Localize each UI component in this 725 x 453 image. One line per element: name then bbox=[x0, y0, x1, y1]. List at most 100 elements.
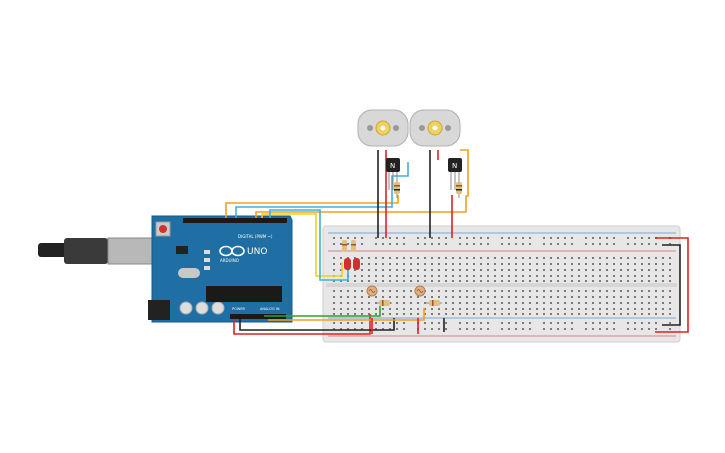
breadboard-hole[interactable] bbox=[557, 296, 559, 298]
breadboard-hole[interactable] bbox=[354, 290, 356, 292]
breadboard-hole[interactable] bbox=[550, 257, 552, 259]
breadboard-hole[interactable] bbox=[417, 243, 419, 245]
breadboard-hole[interactable] bbox=[648, 243, 650, 245]
breadboard-hole[interactable] bbox=[557, 237, 559, 239]
wire-orange-a1[interactable] bbox=[268, 308, 425, 321]
breadboard-hole[interactable] bbox=[669, 275, 671, 277]
breadboard-hole[interactable] bbox=[508, 308, 510, 310]
breadboard-hole[interactable] bbox=[333, 296, 335, 298]
breadboard-hole[interactable] bbox=[361, 280, 363, 282]
breadboard-hole[interactable] bbox=[368, 296, 370, 298]
breadboard-hole[interactable] bbox=[606, 328, 608, 330]
breadboard-hole[interactable] bbox=[578, 269, 580, 271]
breadboard-hole[interactable] bbox=[361, 237, 363, 239]
breadboard-hole[interactable] bbox=[529, 322, 531, 324]
breadboard-hole[interactable] bbox=[494, 263, 496, 265]
breadboard-hole[interactable] bbox=[641, 243, 643, 245]
breadboard-hole[interactable] bbox=[459, 275, 461, 277]
breadboard-hole[interactable] bbox=[375, 275, 377, 277]
breadboard-hole[interactable] bbox=[354, 237, 356, 239]
breadboard-hole[interactable] bbox=[466, 257, 468, 259]
breadboard-hole[interactable] bbox=[627, 237, 629, 239]
breadboard-hole[interactable] bbox=[431, 322, 433, 324]
breadboard-hole[interactable] bbox=[620, 275, 622, 277]
breadboard-hole[interactable] bbox=[529, 308, 531, 310]
breadboard-hole[interactable] bbox=[606, 257, 608, 259]
breadboard-hole[interactable] bbox=[655, 257, 657, 259]
breadboard-hole[interactable] bbox=[669, 263, 671, 265]
breadboard[interactable] bbox=[322, 225, 681, 343]
breadboard-hole[interactable] bbox=[529, 328, 531, 330]
breadboard-hole[interactable] bbox=[396, 280, 398, 282]
breadboard-hole[interactable] bbox=[473, 328, 475, 330]
breadboard-hole[interactable] bbox=[627, 313, 629, 315]
breadboard-hole[interactable] bbox=[347, 280, 349, 282]
breadboard-hole[interactable] bbox=[480, 302, 482, 304]
breadboard-hole[interactable] bbox=[487, 308, 489, 310]
breadboard-hole[interactable] bbox=[466, 263, 468, 265]
breadboard-hole[interactable] bbox=[508, 313, 510, 315]
breadboard-hole[interactable] bbox=[557, 290, 559, 292]
breadboard-hole[interactable] bbox=[669, 302, 671, 304]
photoresistor-1[interactable] bbox=[366, 285, 378, 297]
breadboard-hole[interactable] bbox=[459, 322, 461, 324]
breadboard-hole[interactable] bbox=[669, 322, 671, 324]
breadboard-hole[interactable] bbox=[480, 257, 482, 259]
breadboard-hole[interactable] bbox=[620, 290, 622, 292]
breadboard-hole[interactable] bbox=[599, 243, 601, 245]
breadboard-hole[interactable] bbox=[445, 269, 447, 271]
breadboard-hole[interactable] bbox=[522, 275, 524, 277]
breadboard-hole[interactable] bbox=[494, 257, 496, 259]
breadboard-hole[interactable] bbox=[494, 308, 496, 310]
breadboard-hole[interactable] bbox=[571, 302, 573, 304]
breadboard-hole[interactable] bbox=[508, 280, 510, 282]
breadboard-hole[interactable] bbox=[648, 257, 650, 259]
breadboard-hole[interactable] bbox=[347, 313, 349, 315]
breadboard-hole[interactable] bbox=[550, 275, 552, 277]
breadboard-hole[interactable] bbox=[466, 290, 468, 292]
breadboard-hole[interactable] bbox=[396, 269, 398, 271]
breadboard-hole[interactable] bbox=[333, 237, 335, 239]
breadboard-hole[interactable] bbox=[396, 313, 398, 315]
breadboard-hole[interactable] bbox=[613, 263, 615, 265]
breadboard-hole[interactable] bbox=[585, 257, 587, 259]
breadboard-hole[interactable] bbox=[536, 313, 538, 315]
breadboard-hole[interactable] bbox=[592, 269, 594, 271]
breadboard-hole[interactable] bbox=[424, 302, 426, 304]
breadboard-hole[interactable] bbox=[417, 263, 419, 265]
breadboard-hole[interactable] bbox=[403, 322, 405, 324]
breadboard-hole[interactable] bbox=[403, 290, 405, 292]
breadboard-hole[interactable] bbox=[536, 302, 538, 304]
breadboard-hole[interactable] bbox=[550, 308, 552, 310]
breadboard-hole[interactable] bbox=[585, 302, 587, 304]
breadboard-hole[interactable] bbox=[578, 280, 580, 282]
breadboard-hole[interactable] bbox=[641, 328, 643, 330]
breadboard-hole[interactable] bbox=[599, 296, 601, 298]
breadboard-hole[interactable] bbox=[522, 269, 524, 271]
breadboard-hole[interactable] bbox=[396, 322, 398, 324]
breadboard-hole[interactable] bbox=[410, 257, 412, 259]
breadboard-hole[interactable] bbox=[655, 275, 657, 277]
breadboard-hole[interactable] bbox=[543, 308, 545, 310]
breadboard-hole[interactable] bbox=[641, 322, 643, 324]
breadboard-hole[interactable] bbox=[494, 275, 496, 277]
breadboard-hole[interactable] bbox=[550, 237, 552, 239]
breadboard-hole[interactable] bbox=[333, 313, 335, 315]
breadboard-hole[interactable] bbox=[627, 263, 629, 265]
breadboard-hole[interactable] bbox=[403, 313, 405, 315]
breadboard-hole[interactable] bbox=[438, 296, 440, 298]
breadboard-hole[interactable] bbox=[459, 290, 461, 292]
breadboard-hole[interactable] bbox=[536, 257, 538, 259]
breadboard-hole[interactable] bbox=[627, 243, 629, 245]
breadboard-hole[interactable] bbox=[438, 313, 440, 315]
breadboard-hole[interactable] bbox=[662, 290, 664, 292]
breadboard-hole[interactable] bbox=[368, 257, 370, 259]
breadboard-hole[interactable] bbox=[522, 280, 524, 282]
breadboard-hole[interactable] bbox=[634, 313, 636, 315]
breadboard-hole[interactable] bbox=[564, 257, 566, 259]
breadboard-hole[interactable] bbox=[354, 280, 356, 282]
arduino-uno[interactable]: UNO ARDUINO DIGITAL (PWM ~) POWER ANALOG… bbox=[38, 215, 293, 323]
breadboard-hole[interactable] bbox=[620, 308, 622, 310]
breadboard-hole[interactable] bbox=[501, 308, 503, 310]
breadboard-hole[interactable] bbox=[459, 313, 461, 315]
